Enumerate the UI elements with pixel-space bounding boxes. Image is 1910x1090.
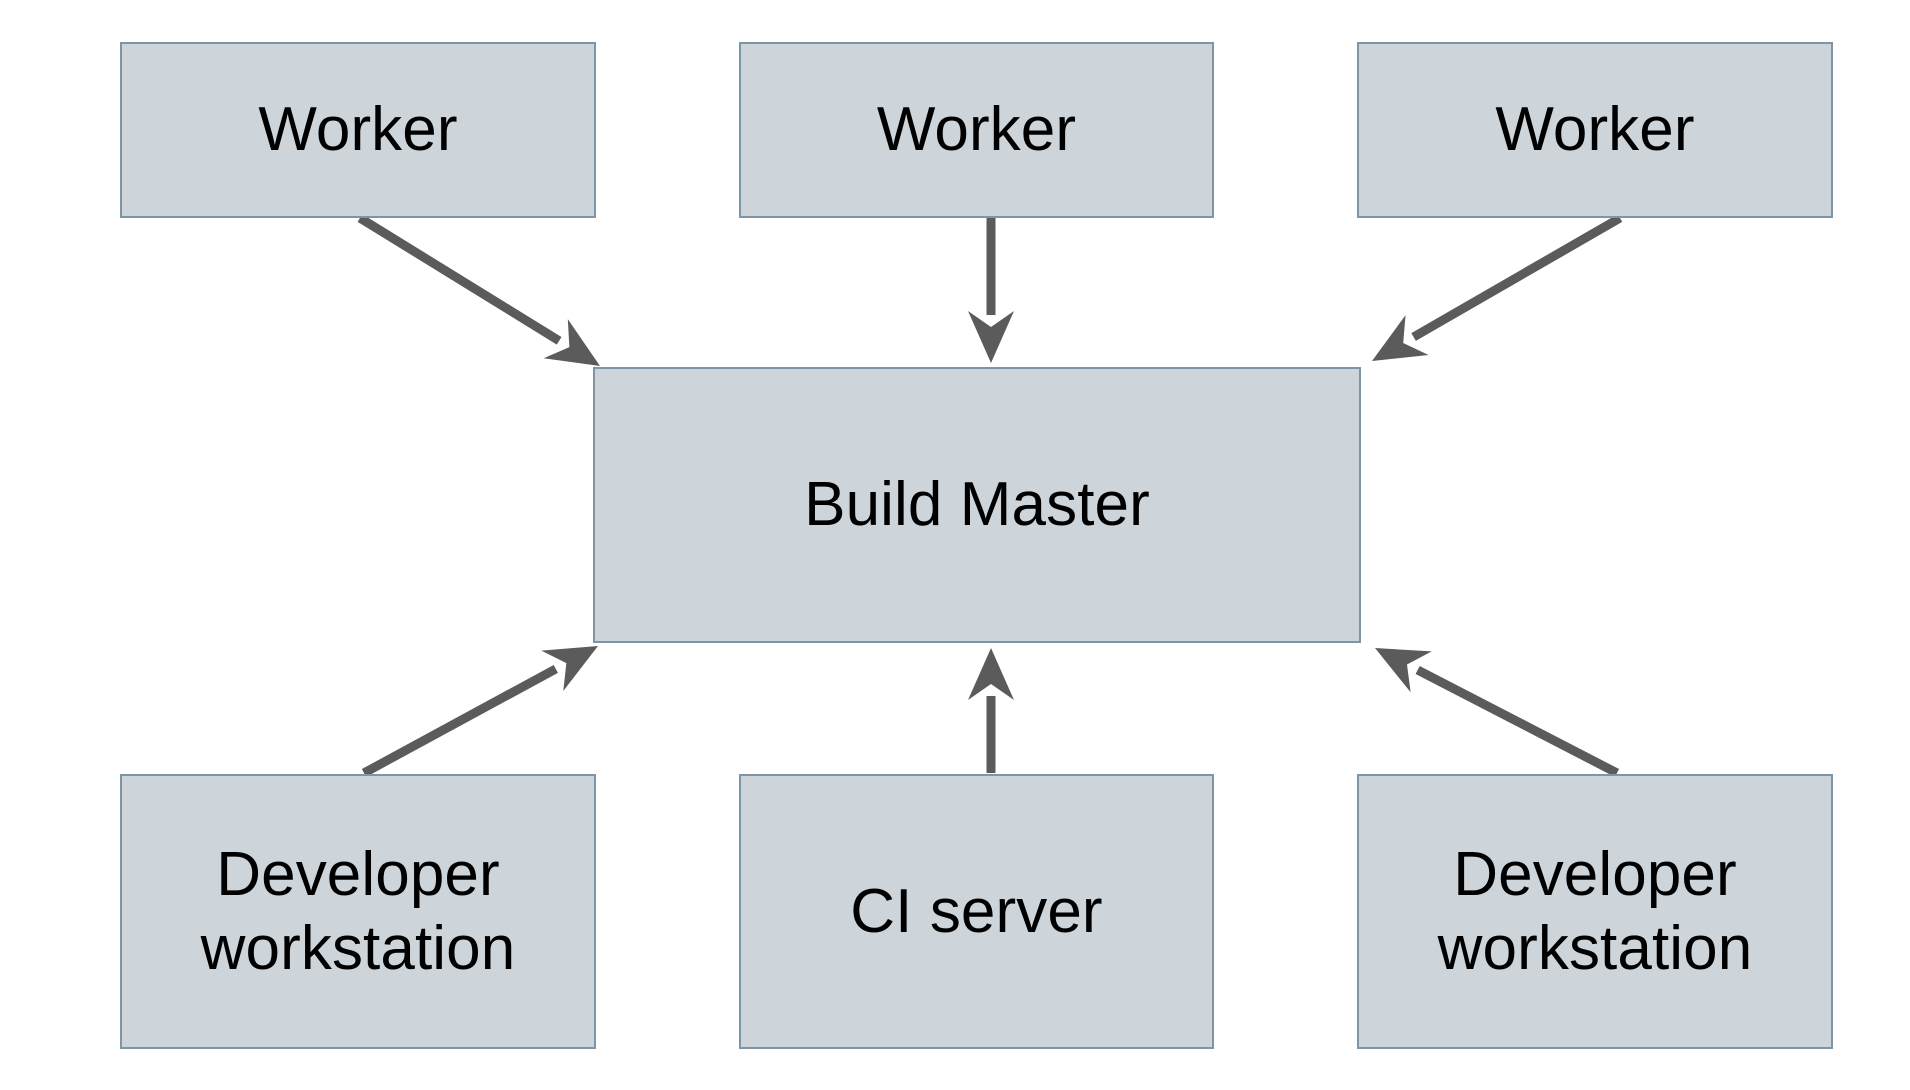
node-ci-server[interactable]: CI server xyxy=(739,774,1214,1049)
edge-arrowhead-worker-center-to-build-master xyxy=(968,311,1014,363)
edge-shaft-worker-left-to-build-master xyxy=(357,214,562,345)
edge-arrowhead-developer-left-to-build-master xyxy=(541,646,598,692)
node-label-developer-workstation-right: Developer workstation xyxy=(1437,840,1753,983)
edge-arrowhead-developer-right-to-build-master xyxy=(1375,648,1432,693)
edge-arrowhead-worker-left-to-build-master xyxy=(543,319,600,366)
edge-developer-right-to-build-master xyxy=(1375,648,1620,777)
node-build-master[interactable]: Build Master xyxy=(593,367,1361,643)
node-label-ci-server: CI server xyxy=(850,876,1103,946)
node-label-developer-workstation-left: Developer workstation xyxy=(200,840,516,983)
node-label-worker-center: Worker xyxy=(876,95,1077,165)
edge-developer-left-to-build-master xyxy=(361,646,598,777)
node-worker-right[interactable]: Worker xyxy=(1357,42,1833,218)
edge-worker-center-to-build-master xyxy=(968,218,1014,363)
edge-shaft-worker-right-to-build-master xyxy=(1411,214,1623,341)
edge-worker-right-to-build-master xyxy=(1372,214,1623,361)
node-worker-center[interactable]: Worker xyxy=(739,42,1214,218)
edge-ci-server-to-build-master xyxy=(968,648,1014,773)
node-developer-workstation-right[interactable]: Developer workstation xyxy=(1357,774,1833,1049)
edge-shaft-developer-left-to-build-master xyxy=(361,664,558,777)
edge-arrowhead-worker-right-to-build-master xyxy=(1372,315,1429,361)
node-developer-workstation-left[interactable]: Developer workstation xyxy=(120,774,596,1049)
node-worker-left[interactable]: Worker xyxy=(120,42,596,218)
node-label-worker-right: Worker xyxy=(1495,95,1695,165)
edge-arrowhead-ci-server-to-build-master xyxy=(968,648,1014,700)
edge-shaft-developer-right-to-build-master xyxy=(1415,666,1620,777)
edge-worker-left-to-build-master xyxy=(357,214,600,366)
node-label-worker-left: Worker xyxy=(258,95,458,165)
node-label-build-master: Build Master xyxy=(804,470,1150,540)
